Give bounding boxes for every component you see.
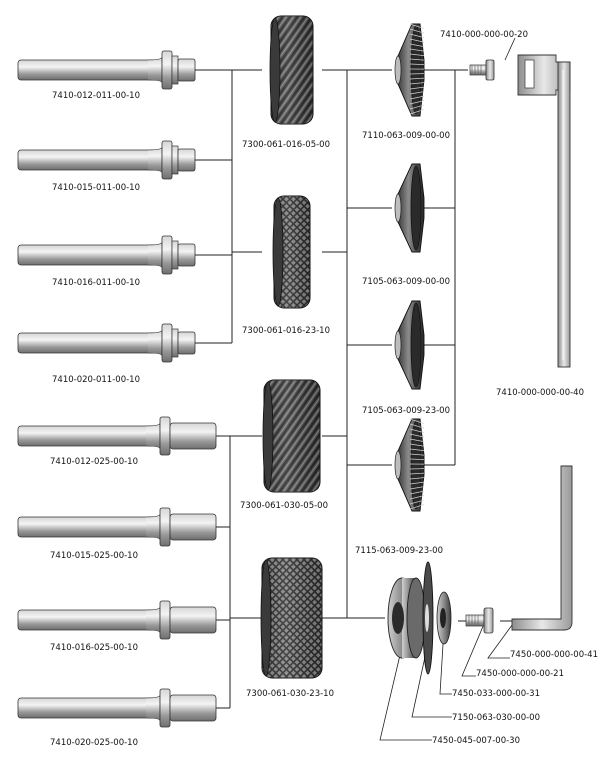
mandrel-label: 7410-016-011-00-10 [52, 278, 140, 288]
mandrel-short [17, 323, 196, 363]
mandrel-column [17, 50, 217, 728]
mandrel-long [17, 600, 217, 640]
mandrel-long [17, 688, 217, 728]
spacer-ring [387, 577, 426, 659]
knurl-label: 7300-061-016-23-10 [242, 326, 330, 336]
hex-key [511, 465, 573, 631]
cone-cutter-toothed [394, 418, 425, 512]
clamp-screw-top [469, 59, 495, 81]
ring-label: 7450-045-007-00-30 [432, 736, 520, 746]
disc-label: 7150-063-030-00-00 [452, 713, 540, 723]
knurl-label: 7300-061-030-23-10 [246, 689, 334, 699]
mandrel-short [17, 235, 196, 275]
knurl-wheel-diagonal [269, 15, 314, 125]
mandrel-label: 7410-016-025-00-10 [50, 643, 138, 653]
hex-key-label: 7450-000-000-00-41 [510, 650, 598, 660]
mandrel-label: 7410-012-025-00-10 [50, 457, 138, 467]
mandrel-label: 7410-015-025-00-10 [50, 551, 138, 561]
cone-label: 7105-063-009-23-00 [362, 406, 450, 416]
screw-top-label: 7410-000-000-00-20 [440, 30, 528, 40]
cone-cutter-toothed [394, 23, 425, 117]
cone-cutter-smooth [394, 300, 425, 390]
screw-bottom-label: 7450-000-000-00-21 [476, 669, 564, 679]
mandrel-short [17, 140, 196, 180]
knurl-column [260, 15, 323, 679]
mandrel-label: 7410-020-011-00-10 [52, 375, 140, 385]
knurl-label: 7300-061-030-05-00 [240, 501, 328, 511]
clamp-screw-bottom [465, 607, 494, 634]
knurl-label: 7300-061-016-05-00 [242, 140, 330, 150]
cone-label: 7105-063-009-00-00 [362, 277, 450, 287]
part-labels: 7410-012-011-00-10 7410-015-011-00-10 74… [50, 30, 598, 748]
pin-wrench [517, 54, 571, 368]
cone-label: 7110-063-009-00-00 [362, 131, 450, 141]
mandrel-long [17, 507, 217, 547]
washer-small [436, 591, 452, 645]
knurl-wheel-diamond [260, 557, 323, 679]
cutter-disc [422, 561, 434, 675]
mandrel-long [17, 416, 217, 456]
connector-lines [195, 37, 516, 741]
wrench-label: 7410-000-000-00-40 [496, 388, 584, 398]
cone-cutter-smooth [394, 163, 425, 253]
mandrel-short [17, 50, 196, 90]
knurl-wheel-diamond [272, 195, 311, 309]
cone-column [394, 23, 425, 512]
washer-label: 7450-033-000-00-31 [452, 689, 540, 699]
cone-label: 7115-063-009-23-00 [355, 546, 443, 556]
mandrel-label: 7410-012-011-00-10 [52, 91, 140, 101]
mandrel-label: 7410-015-011-00-10 [52, 183, 140, 193]
mandrel-label: 7410-020-025-00-10 [50, 738, 138, 748]
knurl-wheel-diagonal [262, 379, 321, 493]
